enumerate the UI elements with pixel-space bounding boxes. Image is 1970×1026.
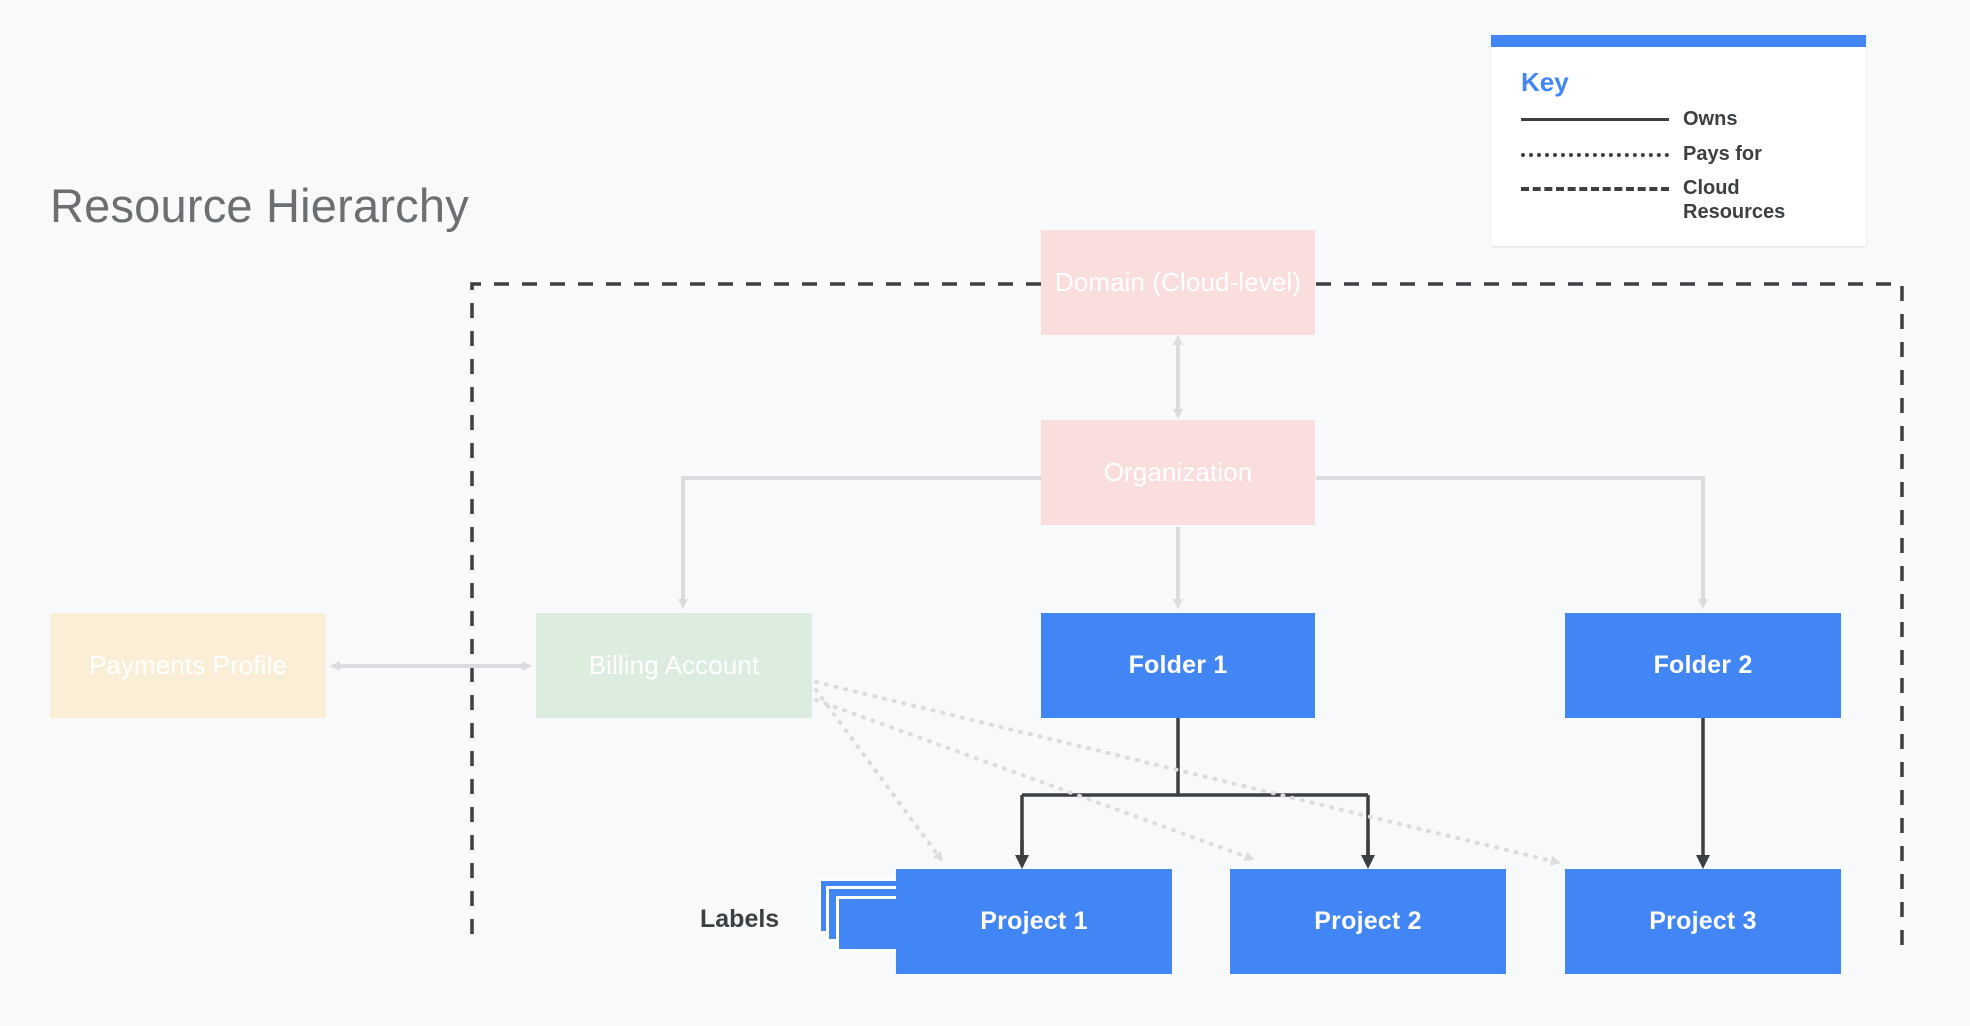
node-folder-2[interactable]: Folder 2 (1565, 613, 1841, 718)
key-entry-owns-label: Owns (1683, 108, 1738, 130)
key-entry-list: Owns Pays for Cloud Resources (1521, 108, 1842, 224)
node-project-1-label: Project 1 (980, 907, 1088, 935)
edge-billing-account-project-1 (814, 688, 943, 863)
edge-organization-folder-2 (1316, 476, 1708, 609)
node-project-1[interactable]: Project 1 (896, 869, 1172, 974)
page-title: Resource Hierarchy (50, 179, 469, 232)
key-sample-dotted-line-icon (1521, 143, 1669, 165)
node-project-3[interactable]: Project 3 (1565, 869, 1841, 974)
key-entry-cloud-resources: Cloud Resources (1521, 177, 1842, 224)
node-domain[interactable]: Domain (Cloud-level) (1041, 230, 1315, 335)
key-sample-dashed-line-icon (1521, 177, 1669, 199)
node-payments-profile[interactable]: Payments Profile (50, 613, 326, 718)
labels-annotation-text: Labels (700, 905, 780, 933)
node-payments-profile-label: Payments Profile (88, 650, 288, 680)
node-folder-1[interactable]: Folder 1 (1041, 613, 1315, 718)
node-billing-account-label: Billing Account (588, 650, 760, 680)
node-billing-account[interactable]: Billing Account (536, 613, 812, 718)
edge-billing-account-project-2 (814, 698, 1255, 861)
key-legend-card: Key Owns Pays for Cloud Resources (1491, 35, 1866, 247)
node-organization[interactable]: Organization (1041, 420, 1315, 525)
node-domain-label: Domain (Cloud-level) (1054, 267, 1302, 297)
key-entry-cloud-resources-label: Cloud Resources (1683, 177, 1786, 223)
node-project-2-label: Project 2 (1314, 907, 1422, 935)
key-title: Key (1521, 67, 1569, 97)
key-body: Key Owns Pays for Cloud Resources (1491, 47, 1866, 246)
edge-folder-1-projects (1020, 718, 1370, 858)
node-folder-1-label: Folder 1 (1128, 651, 1228, 679)
edge-organization-billing-account (678, 476, 1041, 609)
node-folder-2-label: Folder 2 (1653, 651, 1753, 679)
key-entry-pays-for: Pays for (1521, 143, 1842, 167)
key-entry-pays-for-label: Pays for (1683, 142, 1762, 165)
key-accent-bar (1491, 35, 1866, 47)
key-sample-solid-line-icon (1521, 108, 1669, 130)
node-project-2[interactable]: Project 2 (1230, 869, 1506, 974)
node-organization-label: Organization (1103, 457, 1253, 487)
node-project-3-label: Project 3 (1649, 907, 1757, 935)
key-entry-owns: Owns (1521, 108, 1842, 132)
